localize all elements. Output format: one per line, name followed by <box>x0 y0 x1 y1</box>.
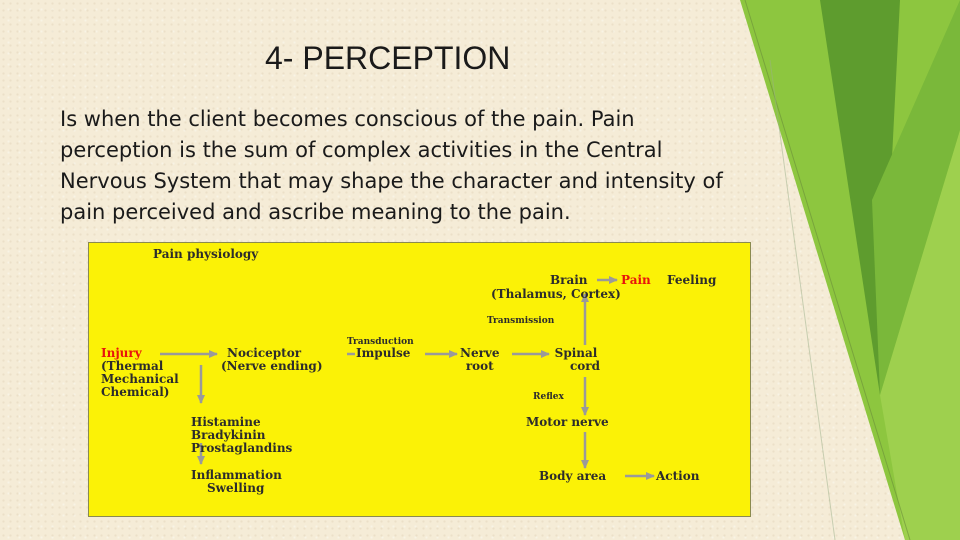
nerve-root-line-1: Nerve <box>460 346 500 360</box>
slide-title: 4- PERCEPTION <box>265 40 511 76</box>
spinal-cord-line-2: cord <box>570 359 601 373</box>
pain-label: Pain <box>621 273 651 287</box>
feeling-label: Feeling <box>667 273 717 287</box>
green-panel-bright <box>880 130 960 540</box>
mediator-bradykinin: Bradykinin <box>191 428 266 442</box>
spinal-cord-node: Spinal cord <box>552 347 600 373</box>
transmission-label: Transmission <box>487 316 555 326</box>
motor-nerve-label: Motor nerve <box>526 415 609 429</box>
mediator-prostaglandins: Prostaglandins <box>191 441 293 455</box>
brain-label: Brain <box>550 273 588 287</box>
thalamus-label: (Thalamus, Cortex) <box>491 287 621 301</box>
mediator-histamine: Histamine <box>191 415 261 429</box>
nerve-root-line-2: root <box>465 359 494 373</box>
nociceptor-label: Nociceptor <box>227 346 302 360</box>
injury-type-chemical: Chemical) <box>101 385 170 399</box>
transduction-label: Transduction <box>347 337 414 347</box>
impulse-label: Impulse <box>356 346 411 360</box>
body-line-4: pain perceived and ascribe meaning to th… <box>60 200 571 224</box>
inflammation-node: Inflammation Swelling <box>191 469 282 495</box>
diagram-heading: Pain physiology <box>153 247 259 261</box>
diagram-arrows <box>160 276 655 480</box>
slide-body-text: Is when the client becomes conscious of … <box>60 104 780 228</box>
nerve-root-node: Nerve root <box>460 347 500 373</box>
injury-label: Injury <box>101 346 142 360</box>
body-line-1: Is when the client becomes conscious of … <box>60 107 635 131</box>
body-line-3: Nervous System that may shape the charac… <box>60 169 723 193</box>
body-line-2: perception is the sum of complex activit… <box>60 138 663 162</box>
green-thin-line <box>769 59 836 540</box>
injury-type-mechanical: Mechanical <box>101 372 179 386</box>
nerve-ending-label: (Nerve ending) <box>221 359 323 373</box>
green-panel-mid <box>872 0 960 395</box>
green-edge-line <box>744 0 911 540</box>
nociceptor-node: Nociceptor (Nerve ending) <box>221 347 323 373</box>
reflex-label: Reflex <box>533 392 564 402</box>
pain-physiology-diagram: Pain physiology Brain Pain Feeling (Thal… <box>88 242 751 517</box>
swelling-label: Swelling <box>207 481 265 495</box>
injury-types: (Thermal Mechanical Chemical) <box>101 360 179 399</box>
body-area-label: Body area <box>539 469 607 483</box>
injury-type-thermal: (Thermal <box>101 359 164 373</box>
spinal-cord-line-1: Spinal <box>554 346 598 360</box>
action-label: Action <box>656 469 700 483</box>
inflammation-label: Inflammation <box>191 468 282 482</box>
mediators-list: Histamine Bradykinin Prostaglandins <box>191 416 292 455</box>
